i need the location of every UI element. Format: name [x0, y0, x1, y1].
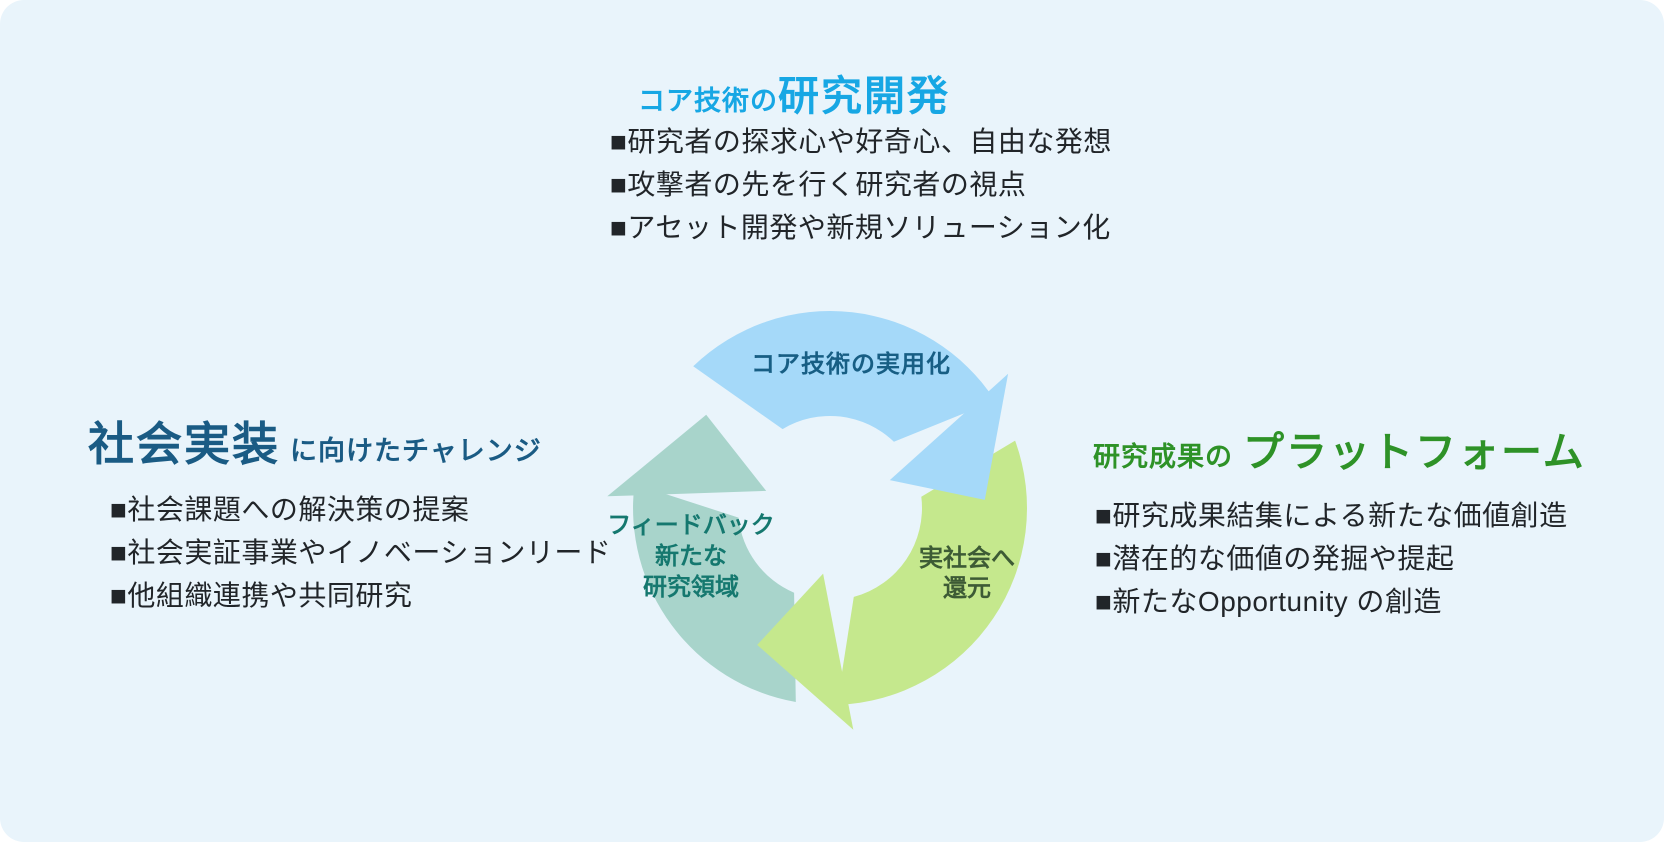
cycle-arrowhead-teal: [607, 414, 767, 497]
cycle-label-line: フィードバック: [607, 512, 775, 539]
left-section-bullets: ■社会課題への解決策の提案 ■社会実証事業やイノベーションリード ■他組織連携や…: [110, 488, 611, 617]
cycle-arrow-blue-body: [693, 311, 996, 442]
cycle-label-return-to-society: 実社会へ 還元: [896, 544, 1038, 604]
bullet-item: ■新たなOpportunity の創造: [1095, 586, 1442, 617]
cycle-label-core-tech-utilization: コア技術の実用化: [751, 351, 951, 378]
bullet-item: ■攻撃者の先を行く研究者の視点: [610, 169, 1027, 200]
cycle-label-line: 新たな: [655, 543, 727, 570]
top-section-bullets: ■研究者の探求心や好奇心、自由な発想 ■攻撃者の先を行く研究者の視点 ■アセット…: [610, 120, 1112, 249]
cycle-arrow-teal-body: [633, 484, 796, 702]
top-section-heading: コア技術の 研究開発: [638, 62, 950, 122]
right-section-bullets: ■研究成果結集による新たな価値創造 ■潜在的な価値の発掘や提起 ■新たなOppo…: [1095, 494, 1568, 623]
cycle-label-line: 実社会へ: [919, 545, 1015, 572]
top-heading-main: 研究開発: [778, 73, 950, 119]
cycle-arrows-svg: [607, 311, 1027, 730]
cycle-arrow-green-body: [836, 440, 1027, 705]
bullet-item: ■研究成果結集による新たな価値創造: [1095, 500, 1568, 531]
top-heading-prefix: コア技術の: [638, 86, 778, 116]
bullet-item: ■潜在的な価値の発掘や提起: [1095, 543, 1455, 574]
right-heading-prefix: 研究成果の: [1093, 442, 1233, 472]
bullet-item: ■アセット開発や新規ソリューション化: [610, 212, 1111, 243]
left-heading-suffix: に向けたチャレンジ: [290, 436, 542, 466]
left-heading-main: 社会実装: [88, 418, 280, 470]
right-heading-main: プラットフォーム: [1243, 429, 1586, 475]
cycle-diagram: コア技術の実用化 実社会へ 還元 フィードバック 新たな 研究領域: [600, 278, 1060, 738]
cycle-arrowhead-green: [757, 573, 854, 730]
cycle-label-feedback: フィードバック 新たな 研究領域: [605, 510, 777, 603]
bullet-item: ■研究者の探求心や好奇心、自由な発想: [610, 126, 1112, 157]
bullet-item: ■社会課題への解決策の提案: [110, 494, 470, 525]
cycle-label-line: 還元: [943, 575, 991, 602]
bullet-item: ■他組織連携や共同研究: [110, 580, 413, 611]
left-section-heading: 社会実装 に向けたチャレンジ: [88, 408, 542, 474]
right-section-heading: 研究成果の プラットフォーム: [1093, 418, 1586, 478]
cycle-label-line: 研究領域: [643, 574, 739, 601]
bullet-item: ■社会実証事業やイノベーションリード: [110, 537, 612, 568]
cycle-arrowhead-blue: [889, 373, 1009, 500]
